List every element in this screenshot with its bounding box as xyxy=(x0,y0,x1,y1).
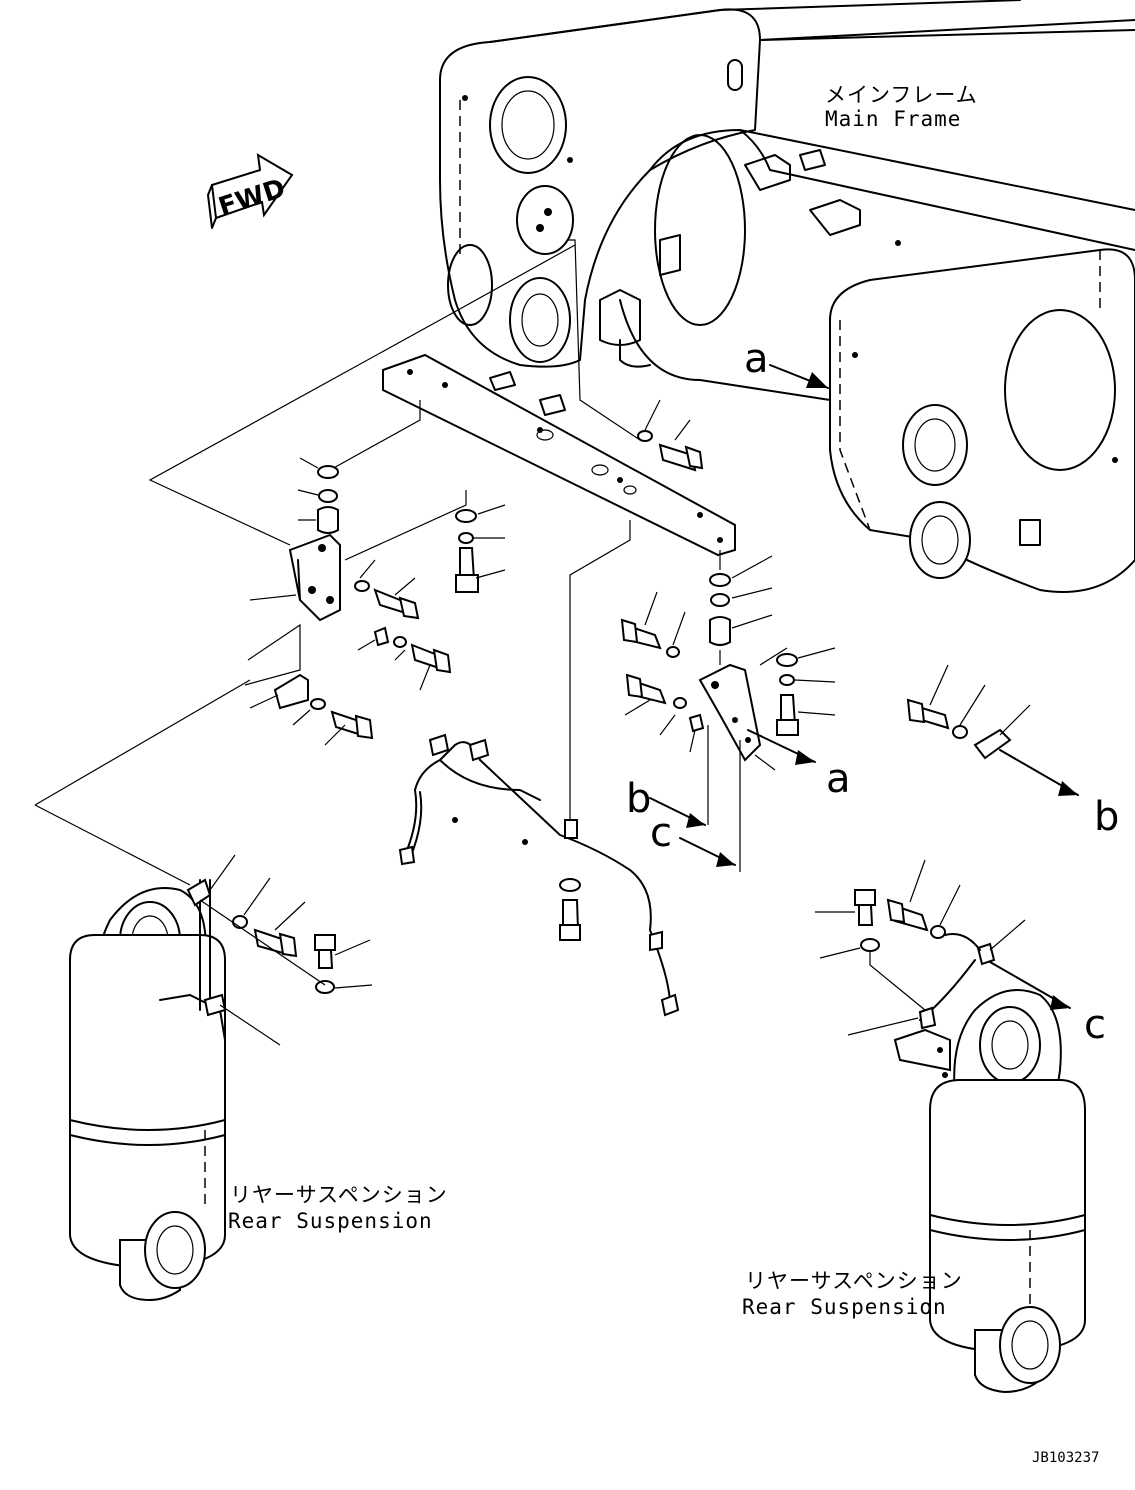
rear-susp-left-label-jp: リヤーサスペンション xyxy=(230,1183,448,1207)
main-frame xyxy=(439,0,1135,593)
small-plate-right xyxy=(906,664,1031,760)
drawing-code: JB103237 xyxy=(1032,1450,1099,1466)
ref-a-mid: a xyxy=(826,756,851,802)
rear-susp-right-label-en: Rear Suspension xyxy=(742,1295,947,1319)
right-bracket-assembly xyxy=(620,555,836,771)
rear-susp-right-label-jp: リヤーサスペンション xyxy=(745,1269,963,1293)
ref-b-right: b xyxy=(1094,794,1119,840)
mount-plate xyxy=(382,353,736,557)
ref-a-top: a xyxy=(744,336,769,382)
main-frame-label-jp: メインフレーム xyxy=(825,83,978,107)
rear-susp-left-label-en: Rear Suspension xyxy=(228,1209,433,1233)
fwd-arrow-icon: FWD xyxy=(207,153,294,229)
main-frame-label-en: Main Frame xyxy=(825,107,961,131)
left-bracket-assembly xyxy=(244,457,506,746)
rear-suspension-left xyxy=(34,679,373,1302)
bolt-frame xyxy=(637,399,704,472)
ref-b-left: b xyxy=(626,776,651,822)
ref-c-left: c xyxy=(650,810,672,856)
ref-c-right: c xyxy=(1084,1002,1106,1048)
rear-suspension-right xyxy=(815,859,1086,1394)
wire-harness xyxy=(398,733,680,1017)
